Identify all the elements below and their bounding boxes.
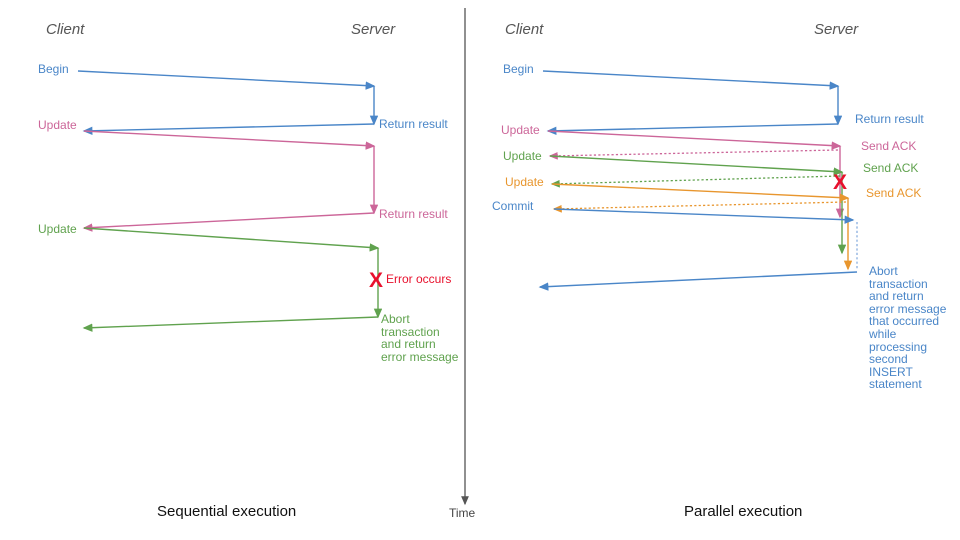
left-caption: Sequential execution: [157, 503, 297, 520]
left-msg-return-result-2: Return result: [379, 207, 448, 221]
left-header-client: Client: [46, 21, 85, 38]
time-axis-label: Time: [449, 506, 476, 520]
right-error-x-icon: X: [833, 171, 848, 194]
right-msg-send-ack-2: Send ACK: [863, 161, 919, 175]
left-msg-return-result-1: Return result: [379, 117, 448, 131]
left-error-x-icon: X: [369, 269, 384, 292]
right-header-client: Client: [505, 21, 544, 38]
left-msg-begin: Begin: [38, 62, 69, 76]
right-msg-update-2: Update: [503, 149, 542, 163]
left-header-server: Server: [351, 21, 396, 38]
right-msg-commit: Commit: [492, 199, 534, 213]
right-msg-send-ack-3: Send ACK: [866, 186, 922, 200]
left-msg-update-1: Update: [38, 118, 77, 132]
right-msg-return-result: Return result: [855, 112, 924, 126]
right-caption: Parallel execution: [684, 503, 803, 520]
right-header-server: Server: [814, 21, 859, 38]
left-msg-update-2: Update: [38, 222, 77, 236]
left-msg-error-occurs: Error occurs: [386, 272, 452, 286]
right-msg-abort-note: Abort transaction and return error messa…: [869, 264, 947, 392]
left-msg-abort-note: Abort transaction and return error messa…: [381, 312, 459, 364]
right-msg-update-3: Update: [505, 175, 544, 189]
right-msg-begin: Begin: [503, 62, 534, 76]
right-msg-update-1: Update: [501, 123, 540, 137]
right-msg-send-ack-1: Send ACK: [861, 139, 917, 153]
